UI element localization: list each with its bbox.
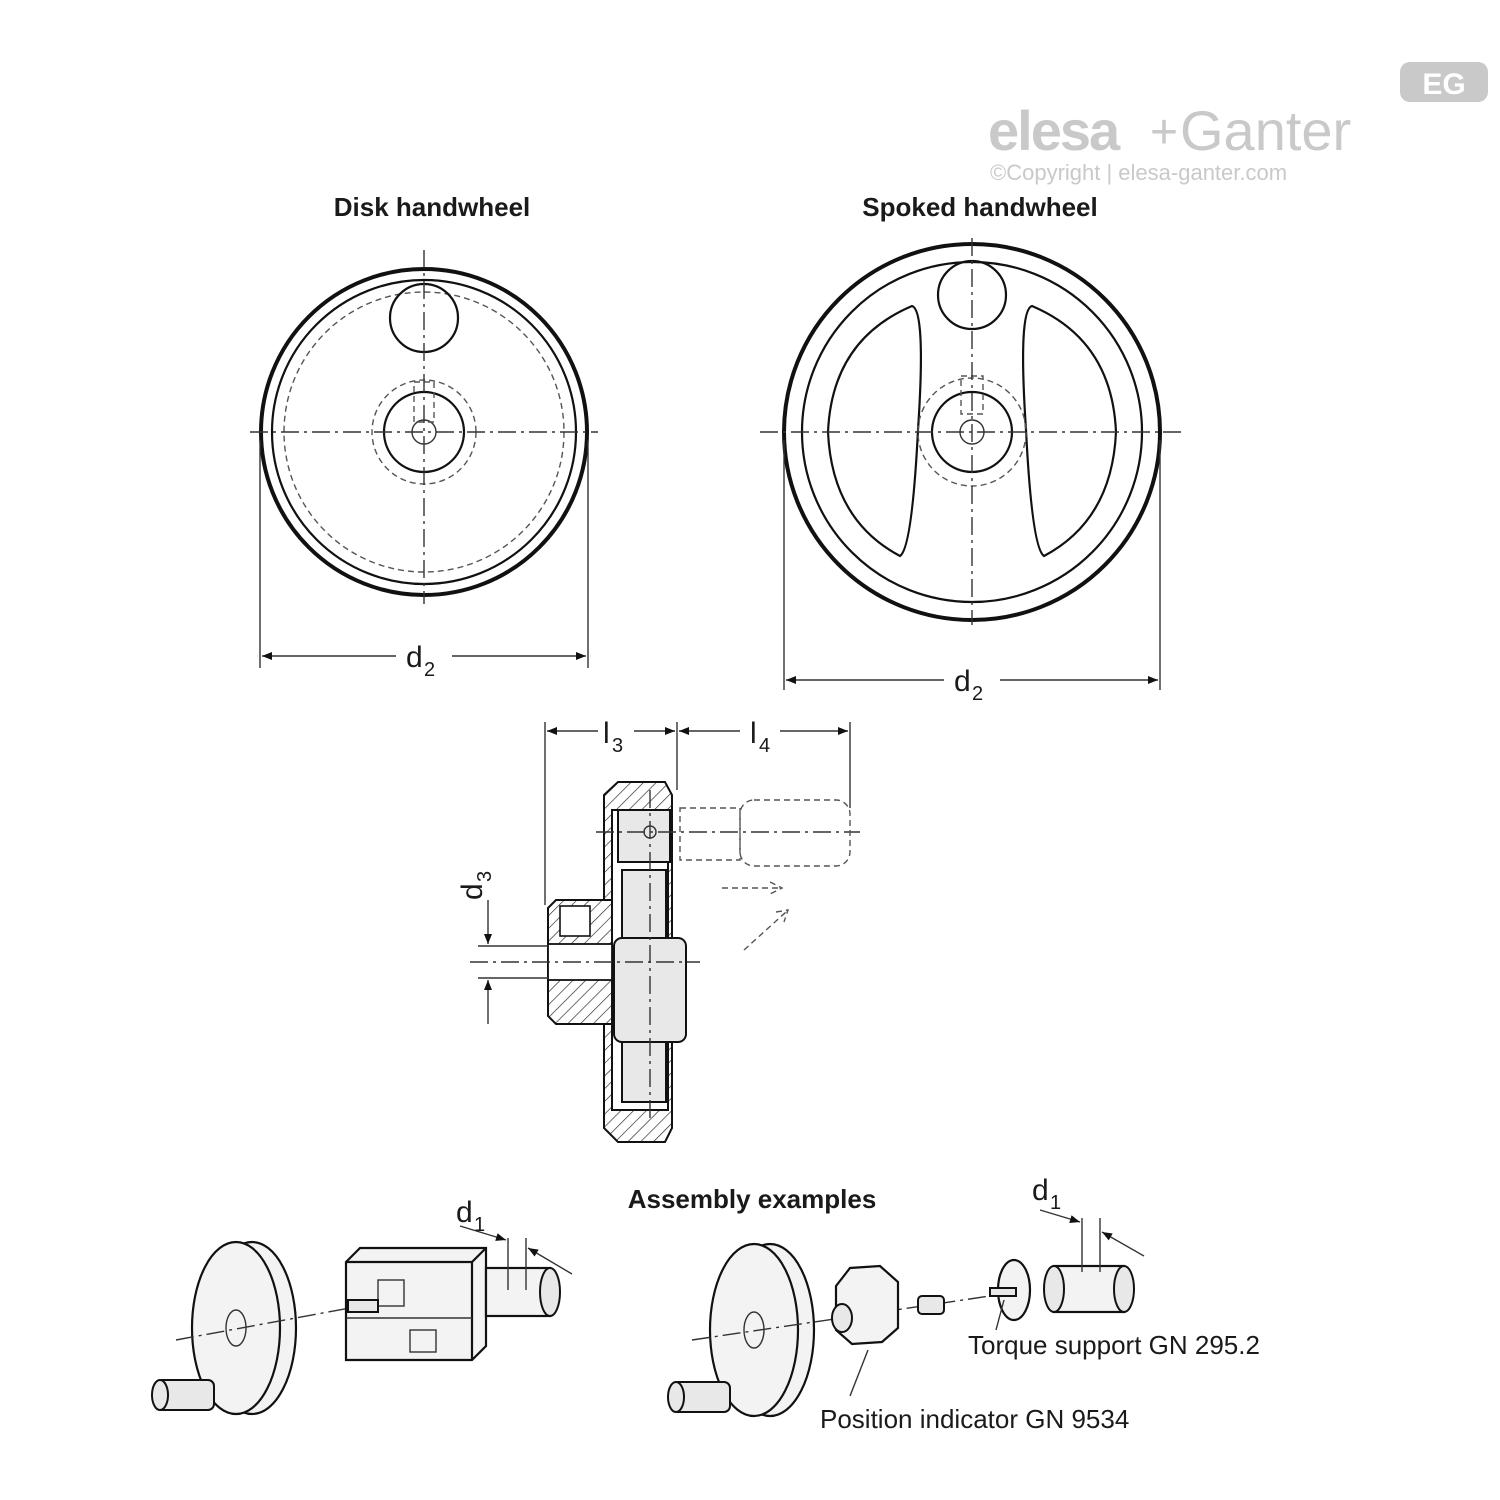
d1-left-label: d 1 [456,1196,485,1236]
logo-plus: + [1150,106,1178,159]
l3-label: l 3 [603,717,623,757]
eg-badge [1400,62,1488,102]
d3-label: d 3 [456,871,496,900]
svg-text:3: 3 [612,735,623,757]
spoked-handwheel-view: Spoked handwheel d 2 [760,192,1185,705]
assembly-left: d 1 [151,1196,573,1416]
svg-text:d: d [954,665,971,698]
d2-spoked-label: d 2 [954,665,983,705]
assembly-examples-title: Assembly examples [628,1184,877,1214]
spoked-handwheel-title: Spoked handwheel [862,192,1098,222]
svg-text:d: d [1032,1174,1049,1207]
svg-text:l: l [750,717,757,750]
assembly-right: d 1 Torque support GN 295.2 Position ind… [667,1174,1260,1434]
brand-logo: EG elesa + Ganter ©Copyright | elesa-gan… [988,62,1488,185]
svg-text:1: 1 [474,1214,485,1236]
logo-ganter: Ganter [1180,99,1351,162]
assembly-examples: Assembly examples d 1 [151,1174,1260,1434]
disk-handwheel-view: Disk handwheel d 2 [250,192,598,681]
svg-text:d: d [456,883,489,900]
svg-text:2: 2 [972,683,983,705]
svg-text:1: 1 [1050,1192,1061,1214]
torque-support-callout: Torque support GN 295.2 [968,1330,1260,1360]
d1-right-label: d 1 [1032,1174,1061,1214]
section-view: l 3 l 4 d 3 [456,717,860,1143]
disk-handwheel-title: Disk handwheel [334,192,531,222]
eg-badge-text: EG [1422,68,1465,101]
svg-text:4: 4 [759,735,770,757]
d2-disk-label: d 2 [406,641,435,681]
l4-label: l 4 [750,717,770,757]
svg-text:2: 2 [424,659,435,681]
svg-text:d: d [406,641,423,674]
svg-text:d: d [456,1196,473,1229]
copyright-text: ©Copyright | elesa-ganter.com [990,160,1287,185]
position-indicator-callout: Position indicator GN 9534 [820,1404,1129,1434]
svg-text:l: l [603,717,610,750]
logo-elesa: elesa [988,99,1121,162]
svg-text:3: 3 [474,871,496,882]
